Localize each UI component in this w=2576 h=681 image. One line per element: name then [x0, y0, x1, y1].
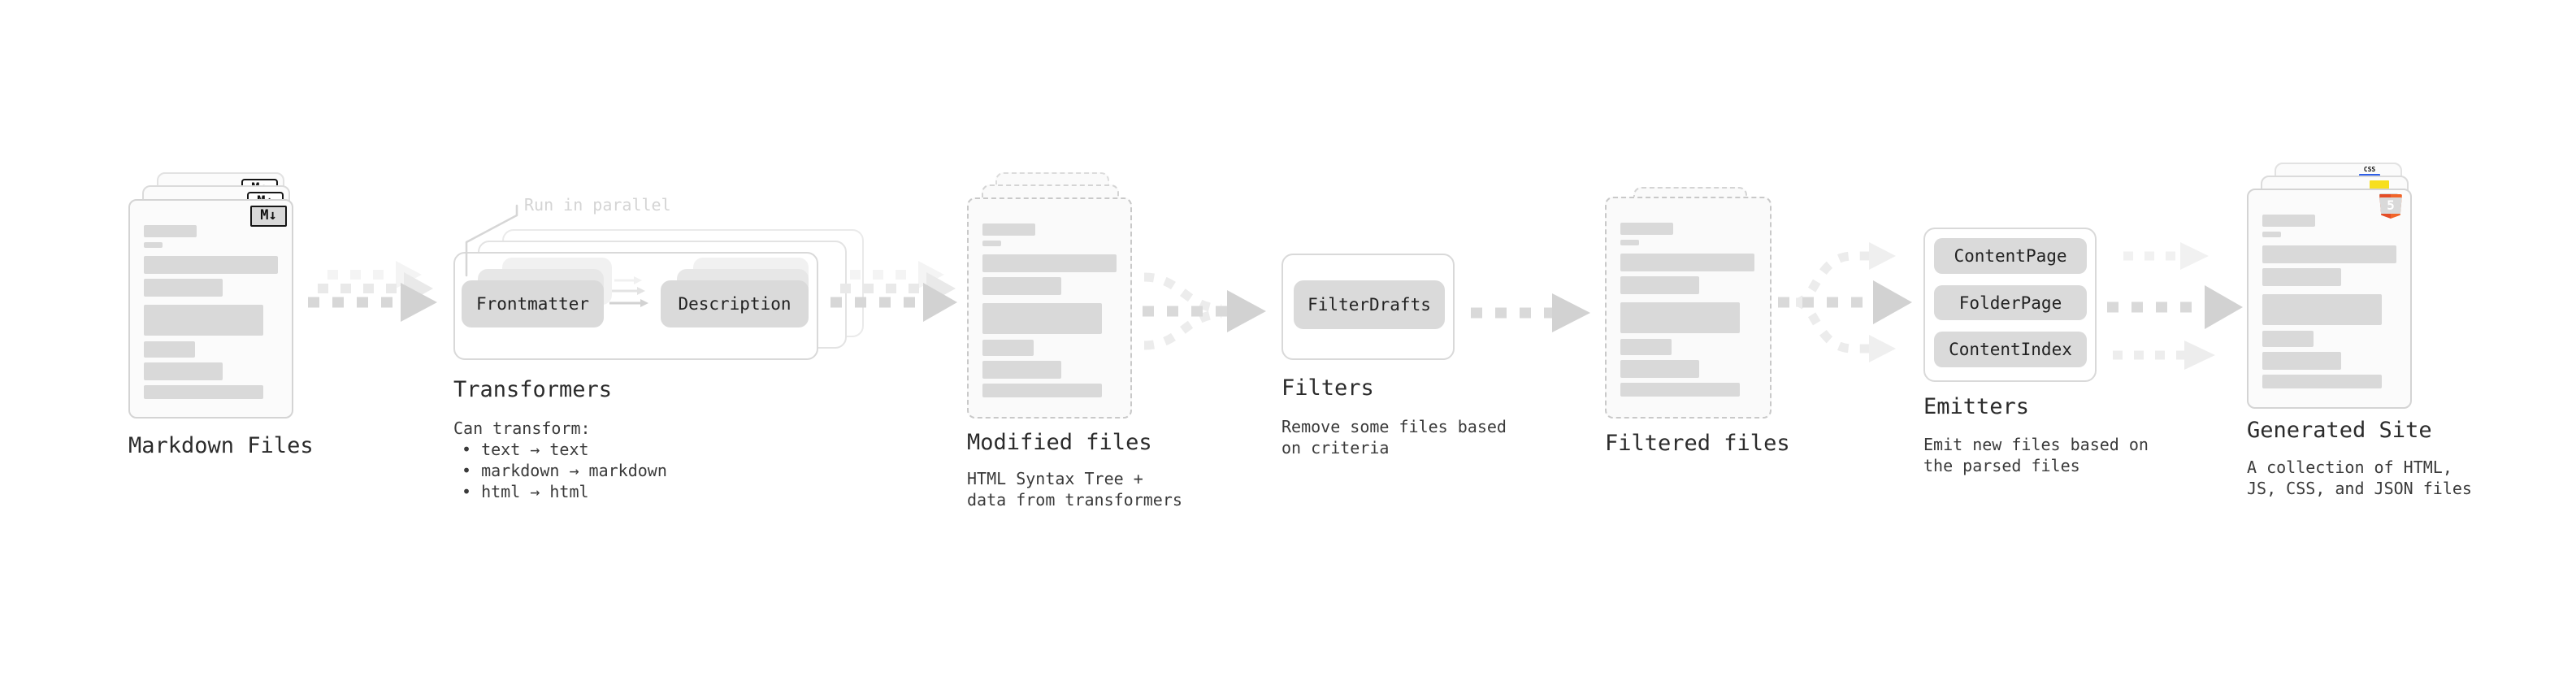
placeholder-text-bar — [2262, 215, 2315, 227]
placeholder-text-bar — [2262, 232, 2281, 237]
arrow-filtered-to-emitters — [1778, 242, 1912, 362]
placeholder-text-bar — [2262, 331, 2314, 347]
transformers-bullet: • html → html — [462, 482, 589, 501]
placeholder-text-bar — [2262, 268, 2341, 286]
placeholder-text-bar — [982, 254, 1117, 272]
description-node: Description — [661, 280, 809, 327]
transformer-flow-arrows — [609, 276, 648, 307]
placeholder-text-bar — [144, 341, 195, 358]
emitters-caption: Emit new files based on — [1923, 435, 2149, 454]
placeholder-text-bar — [144, 225, 197, 237]
folderpage-node: FolderPage — [1934, 285, 2087, 320]
arrow-markdown-to-transformers — [308, 261, 437, 322]
transformers-label: Transformers — [453, 377, 613, 402]
placeholder-text-bar — [1620, 302, 1740, 333]
arrow-filters-to-filtered — [1471, 293, 1590, 332]
placeholder-text-bar — [144, 362, 223, 380]
js-icon — [2370, 180, 2389, 190]
markdown-files-label: Markdown Files — [128, 433, 314, 458]
emitters-label: Emitters — [1923, 394, 2030, 419]
placeholder-text-bar — [982, 340, 1034, 356]
placeholder-text-bar — [1620, 339, 1672, 355]
transformers-bullet: • text → text — [462, 440, 589, 459]
frontmatter-node: Frontmatter — [462, 280, 604, 327]
placeholder-text-bar — [144, 305, 263, 336]
markdown-file-card-front: M↓ — [128, 199, 293, 419]
transformers-caption-title: Can transform: — [453, 419, 591, 438]
filters-caption: on criteria — [1281, 438, 1390, 458]
filtered-files-label: Filtered files — [1605, 431, 1790, 456]
modified-files-caption: data from transformers — [967, 490, 1182, 510]
placeholder-text-bar — [1620, 223, 1673, 235]
arrows-emitters-to-site — [2107, 242, 2243, 370]
placeholder-text-bar — [1620, 276, 1699, 294]
filterdrafts-node: FilterDrafts — [1294, 280, 1445, 329]
placeholder-text-bar — [982, 223, 1035, 236]
filtered-file-card-front — [1605, 197, 1772, 419]
run-in-parallel-annotation: Run in parallel — [524, 195, 671, 215]
placeholder-text-bar — [982, 303, 1102, 334]
markdown-icon: M↓ — [250, 206, 287, 227]
placeholder-text-bar — [1620, 383, 1740, 397]
placeholder-text-bar — [144, 385, 263, 399]
modified-files-caption: HTML Syntax Tree + — [967, 469, 1143, 488]
placeholder-text-bar — [1620, 254, 1754, 271]
generated-site-caption: A collection of HTML, — [2247, 458, 2452, 477]
filters-label: Filters — [1281, 375, 1374, 401]
placeholder-text-bar — [982, 384, 1102, 397]
generated-site-caption: JS, CSS, and JSON files — [2247, 479, 2472, 498]
placeholder-text-bar — [2262, 294, 2382, 325]
html5-shield: 5 — [2379, 194, 2402, 219]
site-file-card-front: HTML 5 — [2247, 189, 2412, 409]
annotation-callout-line — [465, 204, 518, 277]
placeholder-text-bar — [982, 361, 1061, 379]
filters-caption: Remove some files based — [1281, 417, 1507, 436]
placeholder-text-bar — [982, 277, 1061, 295]
arrow-modified-to-filters — [1143, 272, 1266, 350]
placeholder-text-bar — [1620, 360, 1699, 378]
placeholder-text-bar — [1620, 240, 1639, 245]
modified-file-card-front — [967, 197, 1132, 419]
contentindex-node: ContentIndex — [1934, 332, 2087, 367]
placeholder-text-bar — [144, 256, 278, 274]
generated-site-label: Generated Site — [2247, 418, 2432, 443]
placeholder-text-bar — [2262, 245, 2396, 263]
placeholder-text-bar — [144, 242, 163, 248]
placeholder-text-bar — [982, 241, 1001, 246]
arrow-transformers-to-modified — [830, 261, 957, 322]
placeholder-text-bar — [2262, 352, 2341, 370]
transformers-bullet: • markdown → markdown — [462, 461, 667, 480]
modified-files-label: Modified files — [967, 430, 1152, 455]
placeholder-text-bar — [144, 279, 223, 297]
contentpage-node: ContentPage — [1934, 238, 2087, 274]
placeholder-text-bar — [2262, 375, 2382, 388]
emitters-caption: the parsed files — [1923, 456, 2080, 475]
